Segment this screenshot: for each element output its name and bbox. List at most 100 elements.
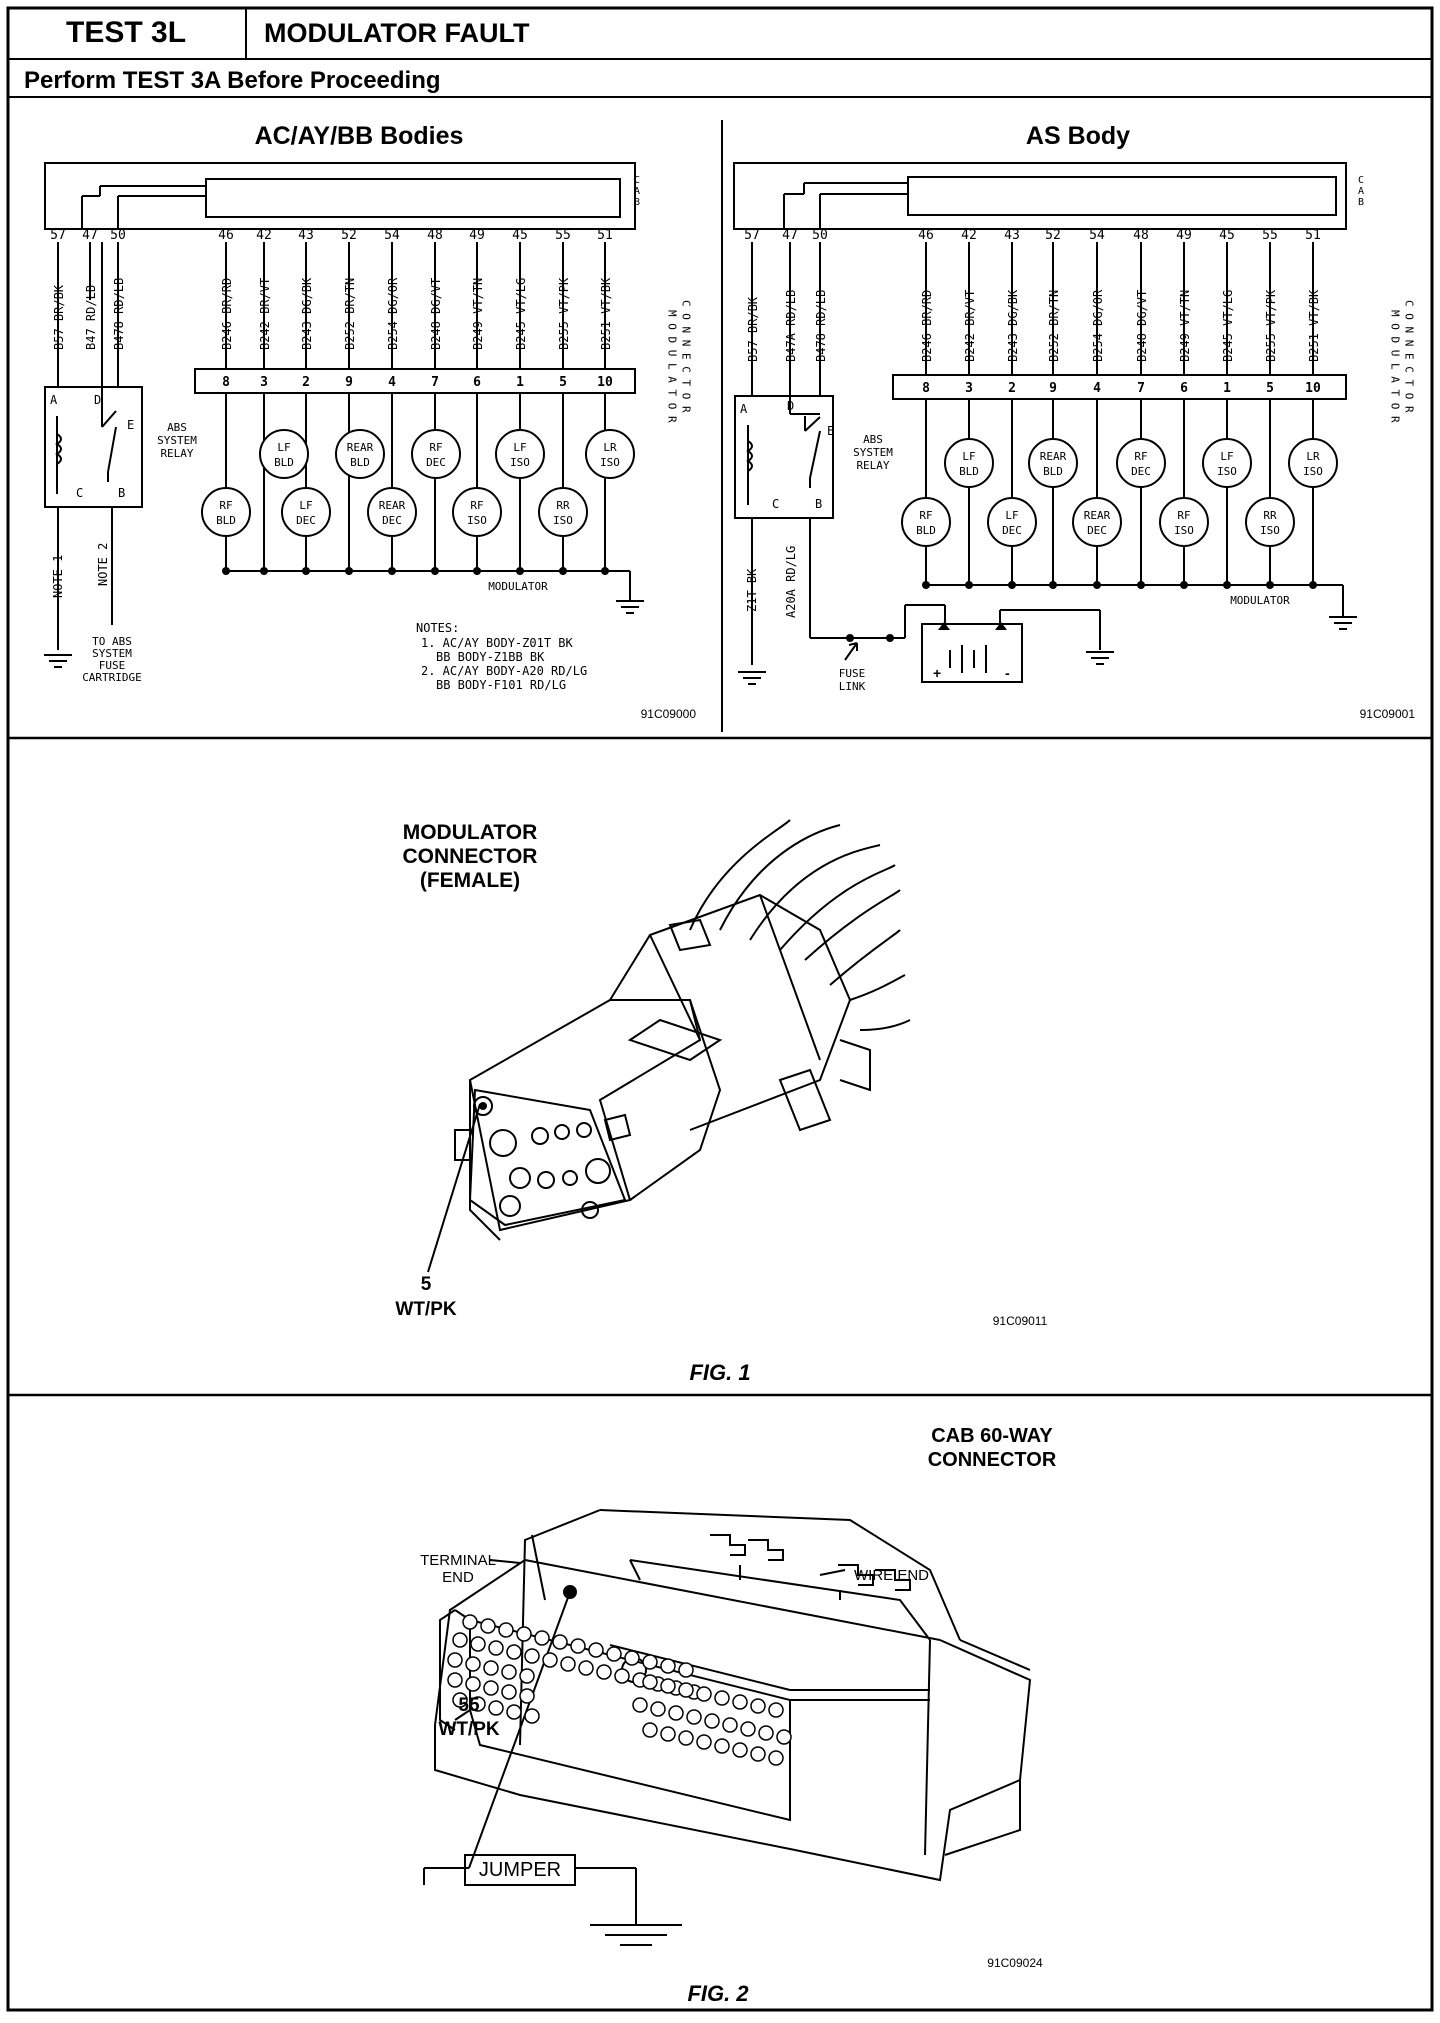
cab-cavity-11 bbox=[660, 1658, 676, 1674]
cab-cavity-60 bbox=[660, 1726, 676, 1742]
cab-cavity-62 bbox=[696, 1734, 712, 1750]
wire-label-47: B47A RD/LB bbox=[784, 290, 798, 362]
wire-label-47: B47 RD/LB bbox=[84, 285, 98, 350]
solenoid-lf-iso bbox=[1202, 438, 1252, 488]
connector-pin-8: 8 bbox=[922, 381, 930, 396]
modulator-vertical-label: M O D U L A T O R bbox=[1389, 310, 1402, 423]
wire-label-48: B248 DG/VT bbox=[1135, 290, 1149, 362]
to-abs-2: SYSTEM bbox=[92, 647, 132, 660]
connector-pin-9: 9 bbox=[345, 375, 353, 390]
cab-cavity-8 bbox=[606, 1646, 622, 1662]
connector-pin-6: 6 bbox=[1180, 381, 1188, 396]
cab-cavity-58 bbox=[776, 1729, 792, 1745]
cab-cavity-53 bbox=[686, 1709, 702, 1725]
page-frame bbox=[6, 6, 1434, 2012]
cab-cavity-49 bbox=[768, 1702, 784, 1718]
wire-label-48: B248 DG/VT bbox=[429, 278, 443, 350]
fig2-pin-number: 55 bbox=[458, 1695, 480, 1716]
solenoid-label-a: REAR bbox=[379, 499, 406, 512]
cab-cavity-47 bbox=[732, 1694, 748, 1710]
solenoid-label-a: LR bbox=[603, 441, 617, 454]
fig1-title-1: MODULATOR bbox=[403, 821, 538, 844]
wire-label-55: B255 VT/PK bbox=[557, 277, 571, 350]
connector-vertical-label: C O N N E C T O R bbox=[1403, 300, 1416, 413]
pin-55-marker bbox=[563, 1585, 577, 1599]
wire-label-54: B254 DG/OR bbox=[1091, 289, 1105, 362]
junction-dot-3 bbox=[965, 581, 973, 589]
cab-cavity-13 bbox=[452, 1632, 468, 1648]
abs-relay-label-1: ABS bbox=[167, 421, 187, 434]
junction-dot-4 bbox=[388, 567, 396, 575]
solenoid-lr-iso bbox=[1288, 438, 1338, 488]
solenoid-label-a: RR bbox=[556, 499, 570, 512]
fuse-link-node-left bbox=[846, 634, 854, 642]
terminal-end-label-1: TERMINAL bbox=[420, 1552, 496, 1569]
cab-pin-46: 46 bbox=[918, 228, 934, 243]
cab-cavity-37 bbox=[452, 1692, 468, 1708]
wire-label-42: B242 BR/VT bbox=[963, 290, 977, 362]
cab-cavity-41 bbox=[524, 1708, 540, 1724]
cab-connector-pins bbox=[447, 1614, 792, 1766]
fig1-wire-color: WT/PK bbox=[395, 1299, 456, 1320]
cab-cavity-15 bbox=[488, 1640, 504, 1656]
cab-cavity-34 bbox=[483, 1680, 499, 1696]
cab-cavity-57 bbox=[758, 1725, 774, 1741]
feed-wire-label: A20A RD/LG bbox=[784, 546, 798, 618]
solenoid-label-a: RF bbox=[919, 509, 932, 522]
notes-heading: NOTES: bbox=[416, 621, 459, 635]
solenoid-label-b: BLD bbox=[350, 456, 370, 469]
solenoid-rf-iso bbox=[452, 487, 502, 537]
solenoid-lf-bld bbox=[259, 429, 309, 479]
cab-pin-43: 43 bbox=[1004, 228, 1020, 243]
cab-pin-47: 47 bbox=[782, 228, 798, 243]
cab-cavity-43 bbox=[660, 1678, 676, 1694]
junction-dot-3 bbox=[260, 567, 268, 575]
solenoid-label-b: ISO bbox=[467, 514, 487, 527]
solenoid-label-b: DEC bbox=[1131, 465, 1151, 478]
solenoid-label-b: DEC bbox=[296, 514, 316, 527]
wire-label-45: B245 VT/LG bbox=[514, 278, 528, 350]
solenoid-label-b: BLD bbox=[216, 514, 236, 527]
wire-label-55: B255 VT/PK bbox=[1264, 289, 1278, 362]
solenoid-rf-bld bbox=[201, 487, 251, 537]
junction-dot-5 bbox=[1266, 581, 1274, 589]
cab-pin-55: 55 bbox=[1262, 228, 1278, 243]
solenoid-lf-bld bbox=[944, 438, 994, 488]
connector-pin-7: 7 bbox=[431, 375, 439, 390]
solenoid-label-a: REAR bbox=[1084, 509, 1111, 522]
cab-pin-47: 47 bbox=[82, 228, 98, 243]
cab-cavity-39 bbox=[488, 1700, 504, 1716]
wire-end-label: WIRE END bbox=[854, 1567, 929, 1584]
solenoid-rear-dec bbox=[1072, 497, 1122, 547]
cab-cavity-19 bbox=[560, 1656, 576, 1672]
cab-pin-55: 55 bbox=[555, 228, 571, 243]
cab-cavity-9 bbox=[624, 1650, 640, 1666]
relay-pin-d: D bbox=[94, 393, 101, 407]
cab-pin-51: 51 bbox=[1305, 228, 1321, 243]
junction-dot-2 bbox=[302, 567, 310, 575]
solenoid-lr-iso bbox=[585, 429, 635, 479]
solenoid-rf-bld bbox=[901, 497, 951, 547]
notes-line-4: BB BODY-F101 RD/LG bbox=[436, 678, 566, 692]
connector-pin-2: 2 bbox=[1008, 381, 1016, 396]
solenoid-label-b: ISO bbox=[553, 514, 573, 527]
abs-relay-right-3: RELAY bbox=[856, 459, 889, 472]
connector-pin-3: 3 bbox=[260, 375, 268, 390]
wire-label-57: B57 BR/BK bbox=[746, 296, 760, 362]
solenoid-label-a: LF bbox=[1220, 450, 1233, 463]
relay-pin-d-right: D bbox=[787, 399, 794, 413]
cab-cavity-52 bbox=[668, 1705, 684, 1721]
cab-cavity-61 bbox=[678, 1730, 694, 1746]
cab-cavity-33 bbox=[465, 1676, 481, 1692]
abs-relay-right-2: SYSTEM bbox=[853, 446, 893, 459]
junction-dot-2 bbox=[1008, 581, 1016, 589]
wire-label-43: B243 DG/BK bbox=[1006, 289, 1020, 362]
cab-cavity-38 bbox=[470, 1696, 486, 1712]
junction-dot-7 bbox=[431, 567, 439, 575]
